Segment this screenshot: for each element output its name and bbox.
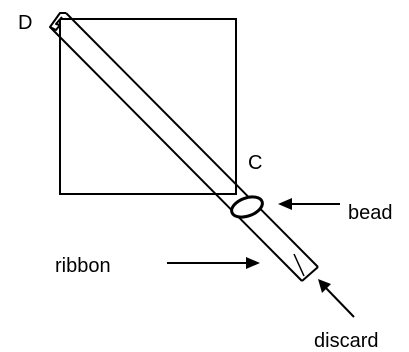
label-c: C	[248, 152, 262, 174]
bead-shape	[230, 195, 264, 219]
ribbon-edge-lower	[49, 26, 303, 282]
discard-cut-line	[293, 253, 305, 277]
discard-arrow-head	[318, 279, 331, 293]
bead-arrow-head	[278, 198, 292, 210]
label-discard: discard	[314, 330, 378, 352]
ribbon-arrow-head	[246, 257, 260, 269]
discard-arrow	[324, 286, 355, 318]
square	[59, 18, 237, 195]
label-bead: bead	[348, 202, 393, 224]
label-ribbon: ribbon	[55, 255, 111, 277]
ribbon-edge-upper	[65, 12, 319, 268]
ribbon-end-cap	[301, 266, 319, 282]
ribbon-end-d	[49, 12, 66, 31]
label-d: D	[18, 12, 32, 34]
